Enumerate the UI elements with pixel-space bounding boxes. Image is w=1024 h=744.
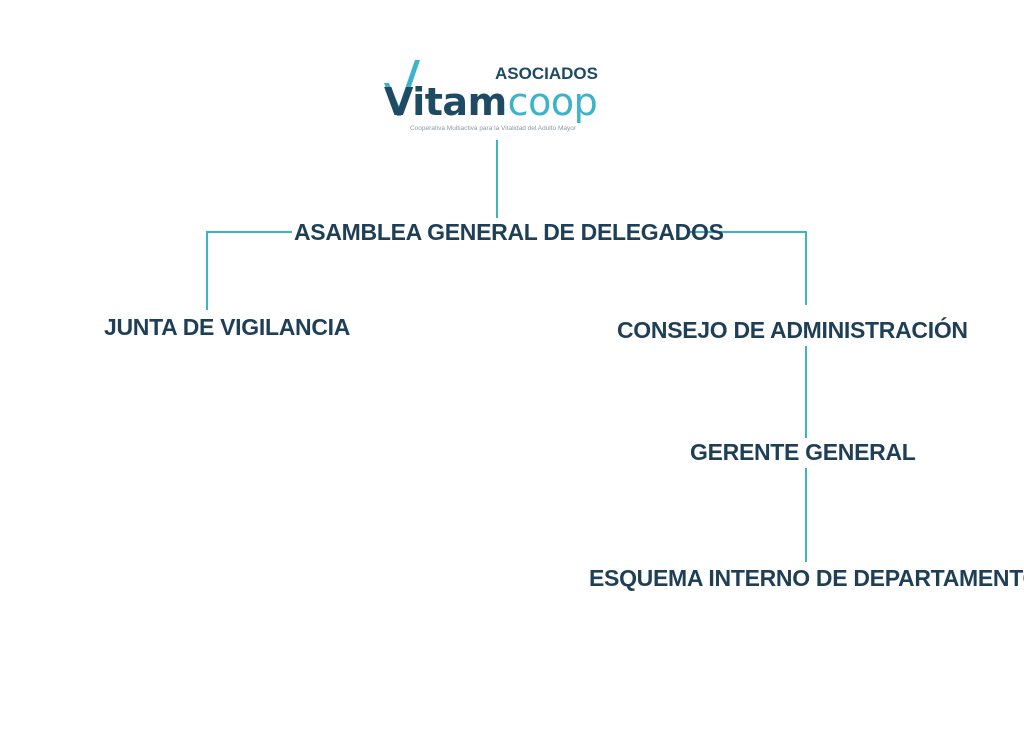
logo-wordmark: Vitamcoop bbox=[384, 80, 598, 124]
node-consejo-de-administracion: CONSEJO DE ADMINISTRACIÓN bbox=[615, 316, 968, 344]
node-asamblea-general: ASAMBLEA GENERAL DE DELEGADOS bbox=[292, 218, 724, 246]
node-gerente-general: GERENTE GENERAL bbox=[688, 438, 916, 466]
node-junta-de-vigilancia: JUNTA DE VIGILANCIA bbox=[102, 313, 353, 341]
logo-tagline: Cooperativa Multiactiva para la Vitalida… bbox=[409, 125, 577, 132]
node-esquema-interno: ESQUEMA INTERNO DE DEPARTAMENTO bbox=[587, 564, 1024, 592]
connector-asamblea-consejo bbox=[682, 231, 807, 305]
vitamcoop-logo: ASOCIADOS Vitamcoop Cooperativa Multiact… bbox=[380, 58, 604, 138]
connector-asamblea-junta bbox=[206, 231, 292, 310]
logo-checkmark-icon bbox=[384, 60, 420, 116]
logo-brand-vitam: Vitam bbox=[384, 80, 507, 124]
logo-brand-coop: coop bbox=[507, 80, 598, 124]
logo-asociados-text: ASOCIADOS bbox=[495, 64, 598, 83]
